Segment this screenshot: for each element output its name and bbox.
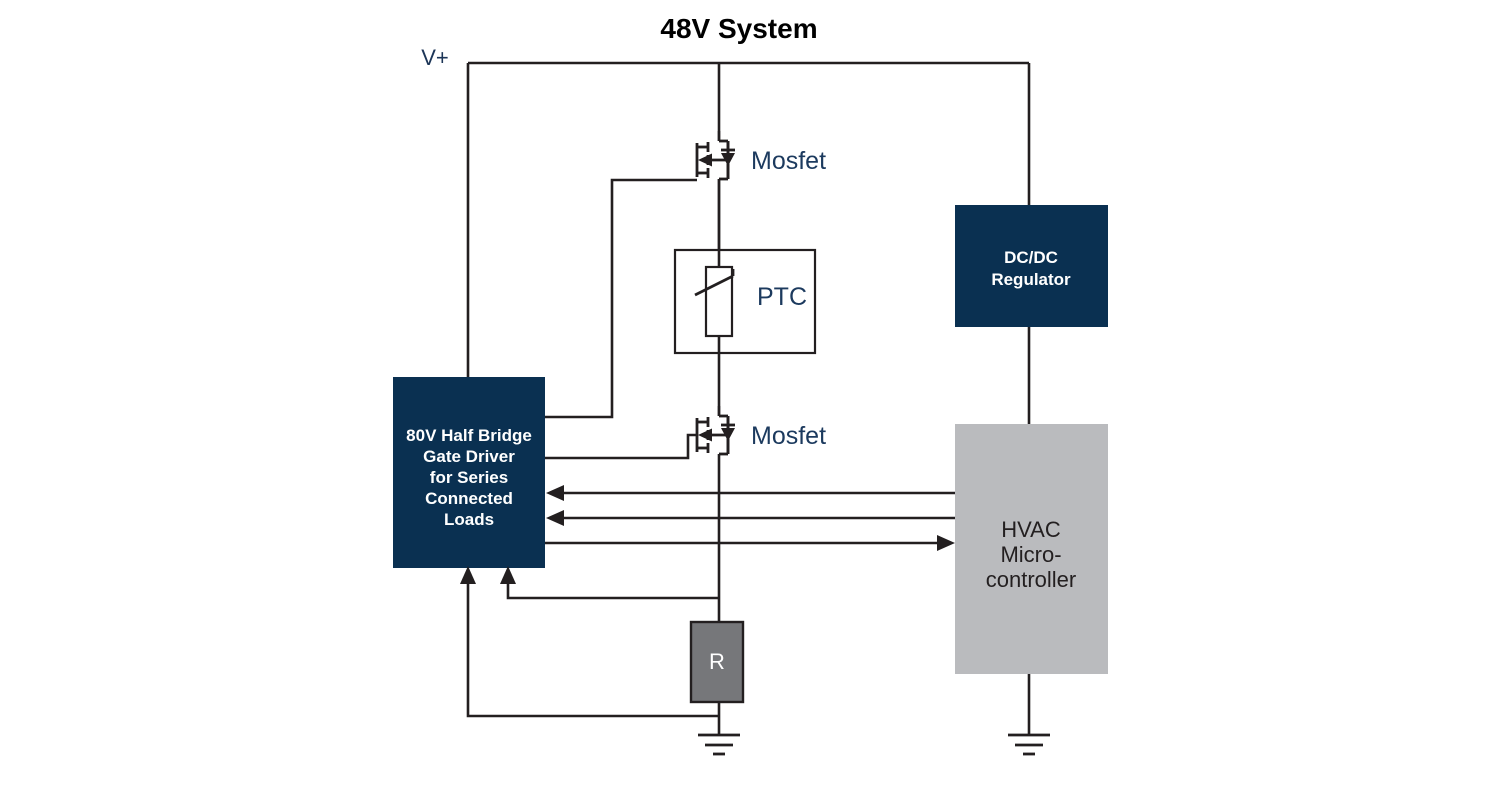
hvac-line-2: Micro- [1000,542,1061,567]
block-dcdc-regulator[interactable] [955,205,1108,327]
hvac-line-3: controller [986,567,1076,592]
wire-gate-lower-mosfet [545,433,697,460]
signal-shunt-sense-low [460,566,719,718]
ptc-label: PTC [757,283,807,311]
mosfet-n-channel-icon-upper [695,131,735,250]
signal-command [545,535,955,551]
block-gate-driver[interactable] [393,377,545,568]
signal-shunt-sense-high [500,566,719,600]
hvac-line-1: HVAC [1001,517,1061,542]
gate-driver-line-1: 80V Half Bridge [406,426,532,445]
dcdc-line-1: DC/DC [1004,248,1058,267]
block-shunt-resistor[interactable] [689,620,745,704]
gate-driver-line-5: Loads [444,510,494,529]
mosfet-n-channel-icon-lower [695,406,735,456]
rail-label-vplus: V+ [421,45,449,70]
resistor-label: R [709,649,725,674]
ptc-thermistor-icon [673,248,817,355]
mosfet-upper-label: Mosfet [751,147,826,175]
vplus-bus [466,61,1031,377]
ground-icon-right [1008,733,1050,756]
ground-icon-left [698,733,740,756]
dcdc-line-2: Regulator [991,270,1071,289]
gate-driver-line-2: Gate Driver [423,447,515,466]
signal-feedback-2 [546,510,955,526]
mosfet-lower-label: Mosfet [751,422,826,450]
gate-driver-line-4: Connected [425,489,513,508]
signal-feedback-1 [546,485,955,501]
gate-driver-line-3: for Series [430,468,508,487]
block-hvac-microcontroller[interactable] [955,424,1108,674]
wire-gate-upper-mosfet [545,178,697,419]
diagram-title: 48V System [660,13,817,44]
